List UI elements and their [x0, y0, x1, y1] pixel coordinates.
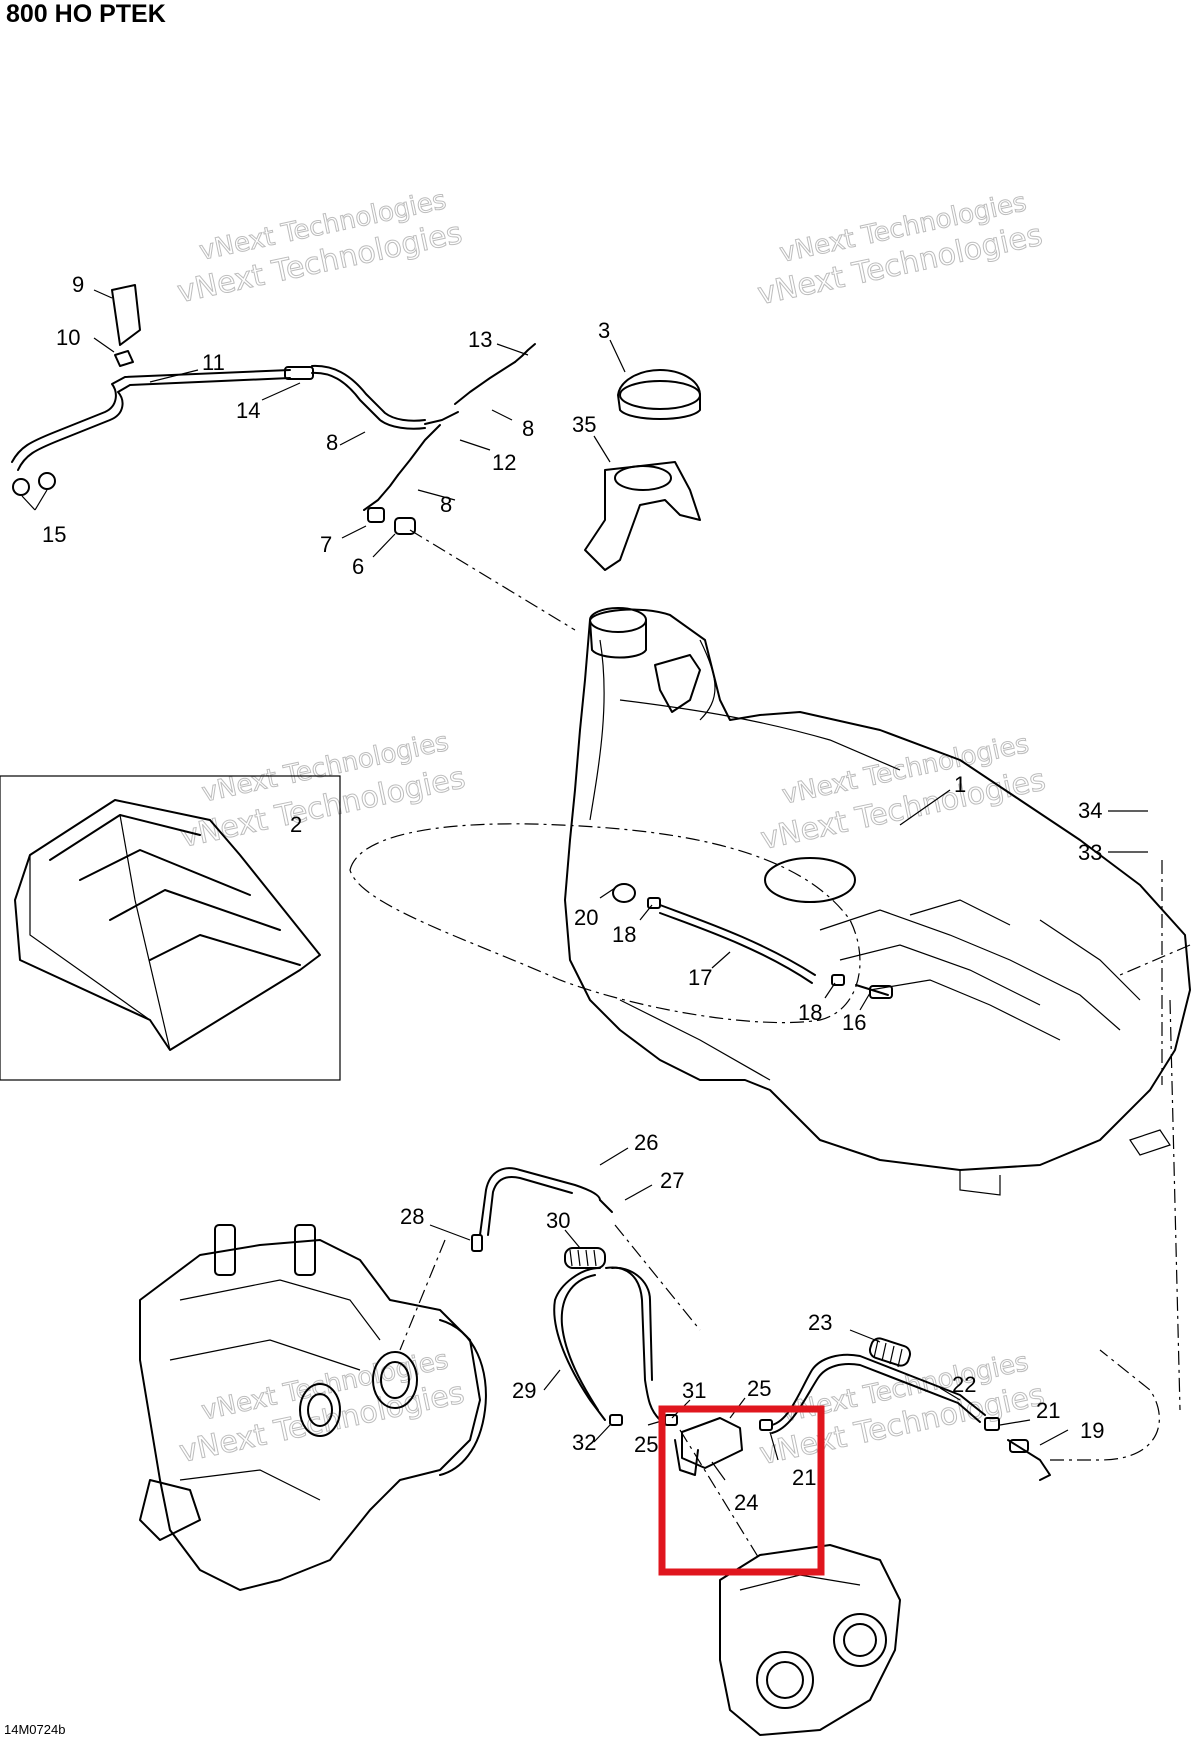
tank-fittings: [612, 883, 893, 999]
clip-part-15: [12, 478, 30, 496]
callout-14: 14: [236, 398, 260, 423]
fuel-pump-assembly: [674, 1337, 1051, 1481]
callout-25: 25: [747, 1376, 771, 1401]
fuel-cap-part-3: [617, 369, 701, 420]
callout-34: 34: [1078, 798, 1102, 823]
callout-10: 10: [56, 325, 80, 350]
callout-21: 21: [1036, 1398, 1060, 1423]
inset-tank-guard-part-2: [0, 775, 341, 1081]
callout-11: 11: [202, 350, 225, 375]
rivet-part-10: [114, 350, 134, 367]
callout-33: 33: [1078, 840, 1102, 865]
routing-lines: [349, 529, 1191, 1561]
fuel-tank-part-1: [564, 607, 1191, 1196]
callout-15: 15: [42, 522, 66, 547]
callout-26: 26: [634, 1130, 658, 1155]
callout-12: 12: [492, 450, 516, 475]
callout-30: 30: [546, 1208, 570, 1233]
sleeve-part-23: [868, 1337, 912, 1367]
clamp-part-21: [984, 1417, 1000, 1431]
callout-8: 8: [440, 492, 452, 517]
callout-18: 18: [612, 922, 636, 947]
fuel-cap-assembly: [584, 369, 701, 571]
fitting-part-16: [855, 984, 889, 996]
callout-22: 22: [952, 1372, 976, 1397]
clamp-part-32: [609, 1414, 623, 1426]
diagram-title: 800 HO PTEK: [6, 0, 166, 28]
callout-18: 18: [798, 1000, 822, 1025]
callout-29: 29: [512, 1378, 536, 1403]
callout-21: 21: [792, 1465, 816, 1490]
callout-8: 8: [522, 416, 534, 441]
callouts: 9 10 11 14 8 15 13 8 12 8 7 6 3 35 1 34 …: [42, 272, 1104, 1515]
callout-27: 27: [660, 1168, 684, 1193]
callout-28: 28: [400, 1204, 424, 1229]
callout-1: 1: [954, 772, 966, 797]
highlight-box: [658, 1405, 825, 1576]
callout-20: 20: [574, 905, 598, 930]
callout-35: 35: [572, 412, 596, 437]
callout-3: 3: [598, 318, 610, 343]
engine: [139, 1224, 487, 1591]
fitting-part-19: [1007, 1439, 1051, 1481]
callout-32: 32: [572, 1430, 596, 1455]
callout-31: 31: [682, 1378, 706, 1403]
callout-24: 24: [734, 1490, 758, 1515]
callout-23: 23: [808, 1310, 832, 1335]
clip-part-28: [471, 1234, 483, 1252]
drawing-number: 14M0724b: [4, 1722, 66, 1737]
callout-7: 7: [320, 532, 332, 557]
pump-part-24: [681, 1417, 743, 1469]
callout-2: 2: [290, 812, 302, 837]
callout-6: 6: [352, 554, 364, 579]
grommet-part-20: [612, 883, 636, 903]
callout-9: 9: [72, 272, 84, 297]
holder-part-35: [584, 461, 701, 571]
callout-17: 17: [688, 965, 712, 990]
fuel-lines-lower: [471, 1167, 678, 1426]
vent-hose-assembly: [11, 284, 536, 535]
bracket-part-9: [111, 284, 141, 346]
sleeve-part-30: [564, 1247, 606, 1269]
callout-19: 19: [1080, 1418, 1104, 1443]
callout-16: 16: [842, 1010, 866, 1035]
leader-lines: [21, 289, 1148, 1481]
callout-8: 8: [326, 430, 338, 455]
callout-25: 25: [634, 1432, 658, 1457]
callout-13: 13: [468, 327, 492, 352]
